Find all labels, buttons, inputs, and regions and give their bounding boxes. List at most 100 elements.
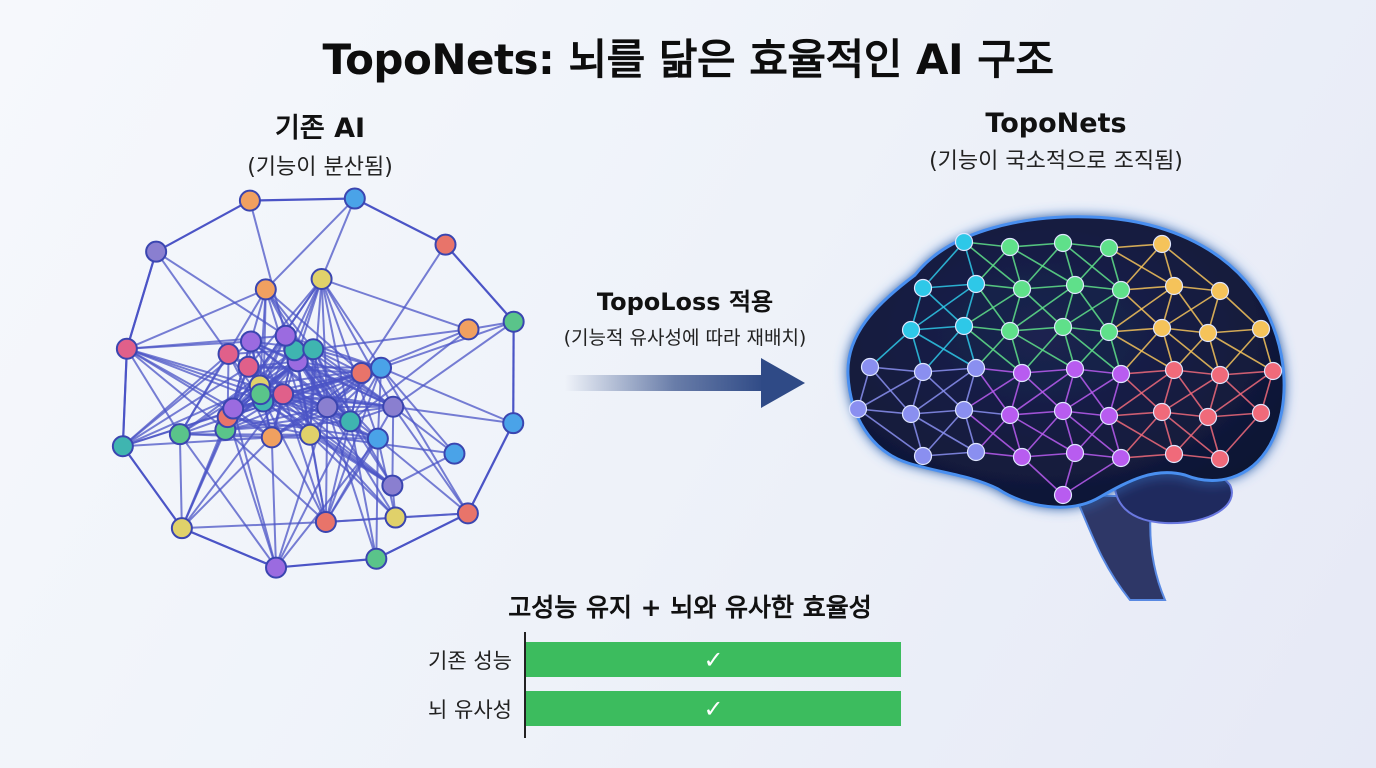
brain-node [1263, 361, 1283, 381]
brain-edge [1161, 374, 1221, 413]
network-node [115, 337, 138, 360]
brain-edge [1021, 242, 1064, 290]
network-edge [312, 348, 382, 369]
brain-node [913, 362, 933, 382]
toponets-header: TopoNets (기능이 국소적으로 조직됨) [826, 108, 1286, 175]
brain-node [1099, 322, 1119, 342]
network-node [434, 233, 457, 256]
brain-edge [1108, 285, 1175, 333]
network-edge [126, 347, 227, 431]
brain-nodes [848, 232, 1283, 505]
network-node [237, 355, 260, 378]
network-edge [126, 347, 234, 410]
brain-edge [1219, 412, 1262, 460]
network-edge [309, 349, 315, 435]
brain-node [1111, 280, 1131, 300]
network-node [249, 383, 272, 406]
brain-node [1053, 485, 1073, 505]
network-edge [250, 340, 394, 408]
network-node [382, 395, 405, 418]
brain-node [1152, 234, 1172, 254]
network-edge [375, 512, 469, 560]
brain-edge [1219, 328, 1262, 376]
brain-edge [1009, 368, 1076, 416]
network-node [238, 189, 261, 212]
brain-edge [1062, 457, 1122, 496]
network-node [384, 506, 407, 529]
network-edge [313, 328, 469, 351]
brain-edge [922, 325, 965, 373]
brain-node [1111, 364, 1131, 384]
network-node [260, 426, 283, 449]
network-edge [393, 405, 514, 425]
check-icon: ✓ [703, 694, 724, 723]
network-edge [380, 366, 514, 425]
network-edge [259, 393, 327, 523]
brain-edge [1219, 290, 1262, 330]
network-edge [249, 197, 355, 202]
network-edge [275, 420, 352, 569]
network-edge [282, 393, 327, 523]
network-edge [376, 367, 383, 439]
network-edge [392, 320, 515, 408]
network-node [343, 187, 366, 210]
brain-node [1210, 365, 1230, 385]
row-label-existing-performance: 기존 성능 [428, 649, 512, 673]
network-node [145, 240, 168, 263]
network-edge [265, 288, 315, 350]
network-node [254, 278, 277, 301]
brain-edge [963, 288, 1023, 327]
network-edge [247, 278, 323, 368]
check-icon: ✓ [703, 645, 724, 674]
traditional-ai-subheading: (기능이 분산됨) [247, 155, 393, 180]
network-node [381, 474, 404, 497]
network-edge [392, 406, 469, 514]
network-edges [121, 197, 515, 569]
network-edge [324, 407, 329, 523]
network-edge [270, 437, 278, 568]
network-node [339, 410, 362, 433]
network-edge [248, 200, 287, 336]
network-node [314, 511, 337, 534]
network-edge [232, 278, 323, 410]
brain-node [1053, 317, 1073, 337]
brain-node [1251, 403, 1271, 423]
network-edge [466, 422, 515, 514]
brain-edge [963, 372, 1023, 411]
transition-arrow-icon [565, 358, 805, 408]
brain-edge [1120, 243, 1163, 291]
bar-axis [524, 632, 526, 738]
network-edge [126, 347, 273, 439]
network-edge [122, 436, 272, 448]
brain-edge [910, 367, 977, 415]
brain-edge [1120, 327, 1163, 375]
brain-node [1012, 447, 1032, 467]
network-node [299, 423, 322, 446]
network-node [502, 310, 525, 333]
brain-edge [1062, 289, 1122, 328]
network-edge [126, 340, 252, 350]
network-node [310, 268, 333, 291]
traditional-ai-header: 기존 AI (기능이 분산됨) [90, 106, 550, 181]
network-node [316, 396, 339, 419]
performance-title: 고성능 유지 + 뇌와 유사한 효율성 [508, 593, 872, 622]
network-edge [380, 367, 469, 514]
brain-edge [910, 283, 977, 331]
network-edge [155, 199, 251, 253]
brain-node [848, 399, 868, 419]
network-edge [181, 527, 277, 569]
brain-node [1198, 407, 1218, 427]
network-edge [126, 347, 264, 403]
network-node [302, 338, 325, 361]
network-edge [309, 433, 393, 487]
brain-node [901, 404, 921, 424]
brain-node [1164, 276, 1184, 296]
distributed-network-diagram [111, 187, 525, 579]
network-edge [121, 445, 183, 529]
brain-node [1198, 323, 1218, 343]
network-node [272, 383, 295, 406]
brain-edge [1009, 284, 1076, 332]
brain-node [1000, 321, 1020, 341]
brain-node [1152, 318, 1172, 338]
network-edge [275, 557, 377, 569]
